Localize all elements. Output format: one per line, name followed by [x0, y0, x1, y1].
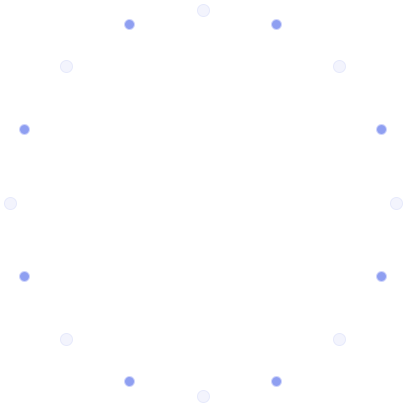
loader-dot [3, 196, 17, 210]
loader-dot [60, 60, 74, 74]
loader-dot [123, 375, 135, 387]
loader-dot [196, 3, 210, 17]
loader-dot [332, 60, 346, 74]
loader-dot [271, 375, 283, 387]
loader-dot [19, 123, 31, 135]
loader-dot [271, 19, 283, 31]
loader-dot [332, 332, 346, 346]
loader-dot [123, 19, 135, 31]
loader-dot [375, 271, 387, 283]
loader-dot [19, 271, 31, 283]
loader-dot [375, 123, 387, 135]
loader-dot [389, 196, 403, 210]
loader-dot [196, 389, 210, 403]
loader-dot [60, 332, 74, 346]
